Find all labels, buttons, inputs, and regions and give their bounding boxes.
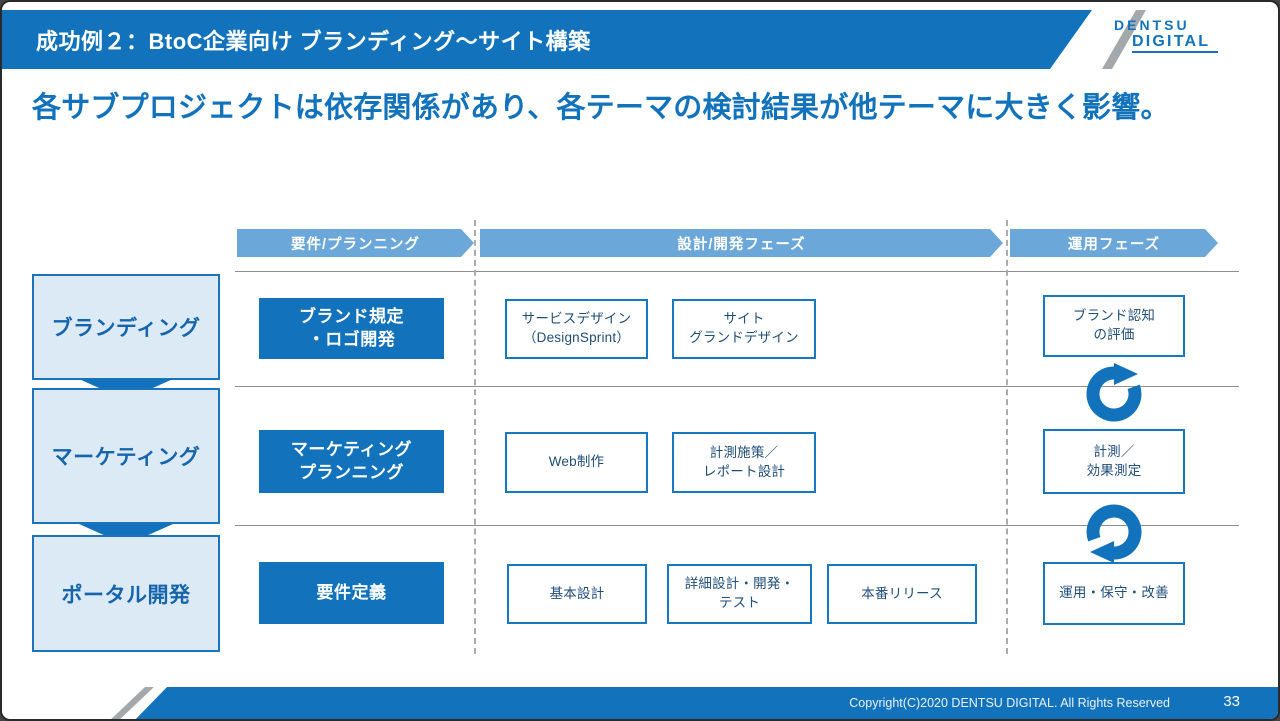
task-box-line: 効果測定 xyxy=(1086,462,1142,478)
task-box-production-release: 本番リリース xyxy=(827,564,977,624)
plan-box-marketing-planning: マーケティング プランニング xyxy=(259,430,444,493)
task-box-measurement-report-design: 計測施策／ レポート設計 xyxy=(672,432,816,493)
task-box-line: Web制作 xyxy=(548,454,605,470)
cycle-arrows-icon xyxy=(1086,504,1142,563)
task-box-line: 詳細設計・開発・ xyxy=(684,576,795,592)
task-box-line: ブランド認知 xyxy=(1072,308,1156,324)
task-box-line: グランドデザイン xyxy=(689,330,799,345)
plan-box-line: プランニング xyxy=(299,462,404,482)
plan-box-line: ・ロゴ開発 xyxy=(307,329,396,349)
theme-box-portal-dev: ポータル開発 xyxy=(32,535,220,652)
task-box-service-design: サービスデザイン （DesignSprint） xyxy=(505,299,648,359)
page-number: 33 xyxy=(1223,693,1240,710)
row-separator-line xyxy=(235,386,1239,387)
logo-text-digital: DIGITAL xyxy=(1132,34,1219,53)
slide-title: 成功例２：BtoC企業向け ブランディング～サイト構築 xyxy=(36,28,591,54)
plan-box-line: 要件定義 xyxy=(316,582,387,602)
task-box-line: テスト xyxy=(718,595,761,610)
footer-bar xyxy=(132,687,1278,719)
task-box-site-grand-design: サイト グランドデザイン xyxy=(672,299,816,359)
theme-label: マーケティング xyxy=(51,446,201,469)
task-box-line: 基本設計 xyxy=(549,585,605,601)
task-box-line: 運用・保守・改善 xyxy=(1059,585,1169,601)
phase-header-label: 設計/開発フェーズ xyxy=(677,236,806,253)
copyright-text: Copyright(C)2020 DENTSU DIGITAL. All Rig… xyxy=(849,696,1170,710)
plan-box-line: ブランド規定 xyxy=(299,307,404,327)
phase-divider-dashed-line xyxy=(474,220,476,654)
task-box-line: レポート設計 xyxy=(702,463,786,479)
task-box-line: 本番リリース xyxy=(861,585,943,601)
theme-label: ポータル開発 xyxy=(61,583,191,607)
phase-header-label: 要件/プランニング xyxy=(290,236,421,253)
headline: 各サブプロジェクトは依存関係があり、各テーマの検討結果が他テーマに大きく影響。 xyxy=(32,92,1170,124)
task-box-line: の評価 xyxy=(1093,327,1135,342)
task-box-operate-maintain-improve: 運用・保守・改善 xyxy=(1043,562,1185,625)
row-separator-line xyxy=(235,271,1239,272)
task-box-line: 計測施策／ xyxy=(709,444,779,460)
dentsu-digital-logo: DENTSU DIGITAL xyxy=(1114,18,1264,53)
phase-divider-dashed-line xyxy=(1006,220,1008,654)
plan-box-requirements: 要件定義 xyxy=(259,562,444,624)
task-box-line: サービスデザイン xyxy=(521,311,632,327)
phase-header-operation: 運用フェーズ xyxy=(1010,229,1218,257)
phase-header-planning: 要件/プランニング xyxy=(237,229,474,257)
row-separator-line xyxy=(235,525,1239,526)
cycle-arrows-icon xyxy=(1086,363,1142,422)
task-box-brand-awareness-eval: ブランド認知 の評価 xyxy=(1043,295,1185,357)
plan-box-brand-rules-logo: ブランド規定 ・ロゴ開発 xyxy=(259,298,444,359)
task-box-detail-design-dev-test: 詳細設計・開発・ テスト xyxy=(667,564,812,624)
task-box-measure-effect: 計測／ 効果測定 xyxy=(1043,429,1185,494)
phase-header-design-dev: 設計/開発フェーズ xyxy=(480,229,1003,257)
task-box-line: サイト xyxy=(723,311,765,327)
theme-label: ブランディング xyxy=(51,317,201,340)
task-box-line: （DesignSprint） xyxy=(522,330,631,345)
task-box-basic-design: 基本設計 xyxy=(507,564,647,624)
logo-text-dentsu: DENTSU xyxy=(1114,17,1190,33)
theme-box-branding: ブランディング xyxy=(32,274,220,380)
task-box-line: 計測／ xyxy=(1093,443,1135,459)
task-box-web-production: Web制作 xyxy=(505,432,648,493)
theme-box-marketing: マーケティング xyxy=(32,388,220,524)
phase-header-label: 運用フェーズ xyxy=(1067,236,1161,253)
plan-box-line: マーケティング xyxy=(290,440,413,460)
title-bar: 成功例２：BtoC企業向け ブランディング～サイト構築 xyxy=(2,10,1092,69)
